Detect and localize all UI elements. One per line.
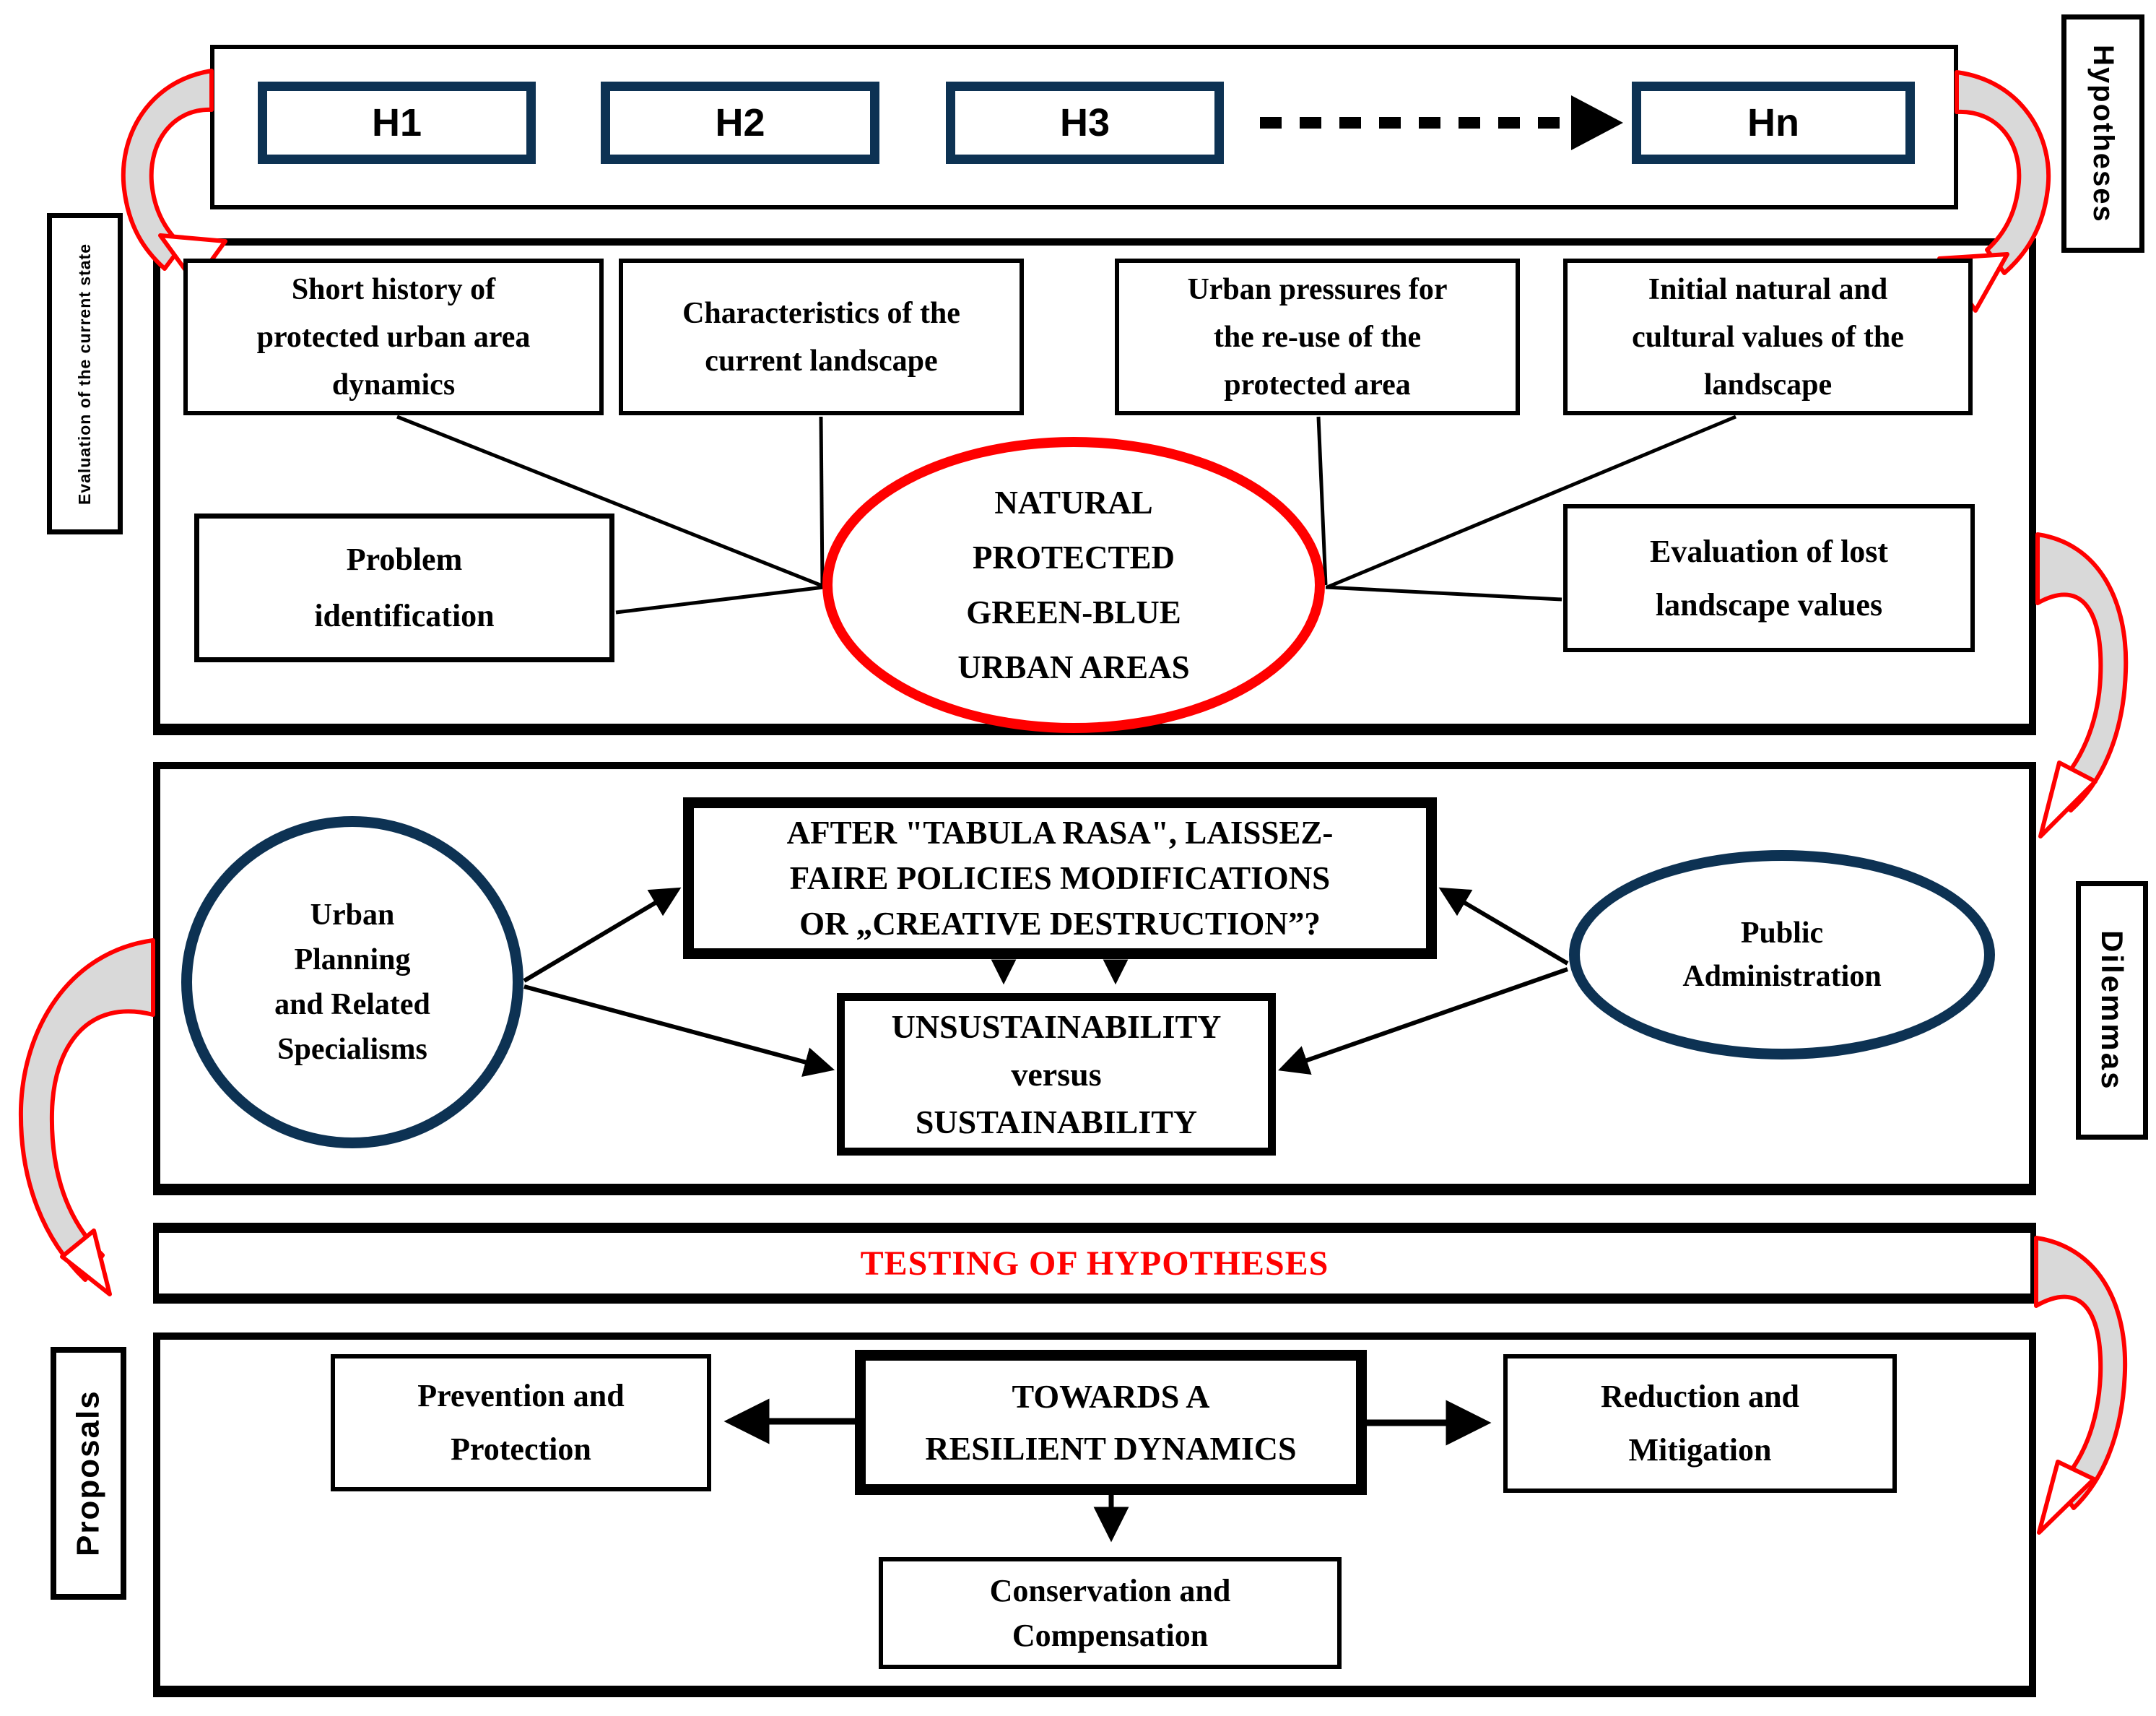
tabula-rasa-box: AFTER "TABULA RASA", LAISSEZ- FAIRE POLI… (683, 797, 1437, 959)
flow-arrow-mid-right-head-icon (2038, 760, 2098, 838)
testing-band: TESTING OF HYPOTHESES (153, 1223, 2036, 1304)
testing-title: TESTING OF HYPOTHESES (860, 1244, 1329, 1283)
label-proposals: Proposals (51, 1347, 126, 1600)
characteristics-box: Characteristics of the current landscape (619, 259, 1024, 415)
short-history-box: Short history of protected urban area dy… (183, 259, 604, 415)
flow-arrow-mid-left-head-icon (60, 1228, 112, 1296)
initial-values-box: Initial natural and cultural values of t… (1563, 259, 1973, 415)
sustainability-box: UNSUSTAINABILITY versus SUSTAINABILITY (837, 993, 1276, 1156)
urban-pressures-box: Urban pressures for the re-use of the pr… (1115, 259, 1520, 415)
urban-planning-ellipse: Urban Planning and Related Specialisms (181, 816, 523, 1148)
towards-box: TOWARDS A RESILIENT DYNAMICS (855, 1350, 1367, 1495)
hypothesis-box-h1: H1 (258, 82, 536, 164)
dilemmas-section (153, 762, 2036, 1195)
flow-arrow-mid-left-icon (18, 938, 155, 1282)
label-hypotheses: Hypotheses (2061, 14, 2144, 253)
public-administration-ellipse: Public Administration (1569, 850, 1995, 1060)
label-evaluation: Evaluation of the current state (47, 213, 123, 534)
lost-values-box: Evaluation of lost landscape values (1563, 504, 1975, 652)
label-dilemmas: Dilemmas (2076, 881, 2148, 1140)
flow-arrow-mid-right-icon (2035, 532, 2129, 812)
flow-arrow-bottom-right-icon (2034, 1236, 2128, 1510)
hypothesis-box-hn: Hn (1632, 82, 1915, 164)
proposals-section (153, 1332, 2036, 1697)
problem-identification-box: Problem identification (194, 514, 614, 662)
natural-protected-ellipse: NATURAL PROTECTED GREEN-BLUE URBAN AREAS (822, 437, 1325, 733)
flow-arrow-bottom-right-head-icon (2037, 1460, 2096, 1535)
prevention-box: Prevention and Protection (331, 1354, 711, 1491)
reduction-box: Reduction and Mitigation (1503, 1354, 1897, 1493)
conservation-box: Conservation and Compensation (879, 1557, 1342, 1669)
hypothesis-box-h2: H2 (601, 82, 879, 164)
hypothesis-box-h3: H3 (946, 82, 1224, 164)
